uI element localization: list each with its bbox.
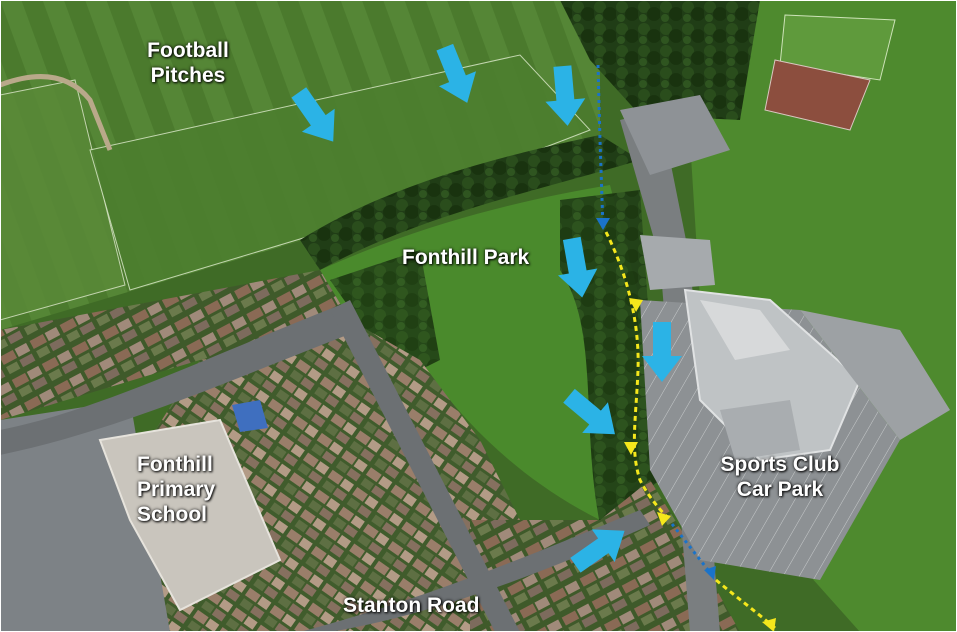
label-school-line1: Fonthill — [137, 453, 213, 476]
housing-south — [470, 480, 740, 632]
road-cross — [330, 300, 520, 632]
housing-west — [0, 270, 350, 420]
path-yellow-arrowhead-2 — [624, 442, 638, 455]
flow-arrows — [291, 43, 682, 573]
label-sports-club-car-park: Sports Club Car Park — [700, 452, 860, 502]
flow-arrow-3 — [545, 65, 586, 126]
path-blue-arrowhead — [596, 218, 610, 230]
path-blue-arrowhead-2 — [704, 566, 716, 580]
building-north — [640, 235, 715, 290]
car-park-east — [800, 310, 950, 440]
tennis-courts — [764, 59, 871, 131]
sports-club-roof — [700, 300, 790, 360]
flow-arrow-1 — [291, 87, 335, 142]
path-yellow-arrowhead-3 — [657, 512, 671, 526]
label-fonthill-primary-school: Fonthill Primary School — [137, 452, 215, 527]
path-yellow-arrowhead-4 — [762, 618, 776, 632]
left-pitch — [0, 79, 126, 321]
label-school-line2: Primary — [137, 478, 216, 501]
flow-arrow-6 — [563, 388, 615, 435]
flow-arrow-7 — [570, 529, 625, 573]
footpath-top-left — [0, 74, 113, 151]
label-sports-club-line1: Sports Club — [720, 453, 840, 476]
flow-arrow-2 — [436, 43, 477, 103]
school-building — [98, 418, 282, 612]
label-stanton-road: Stanton Road — [343, 594, 480, 617]
label-football-pitches-line1: Football — [147, 39, 229, 62]
bowling-green — [779, 14, 896, 81]
label-sports-club-line2: Car Park — [736, 478, 824, 501]
label-fonthill-park: Fonthill Park — [402, 246, 530, 269]
path-yellow-arrowhead-1 — [629, 298, 643, 312]
flow-arrow-4 — [557, 236, 598, 298]
path-yellow-dotted — [604, 231, 672, 522]
flow-arrow-5 — [642, 322, 682, 382]
stanton-road — [300, 510, 650, 632]
path-blue-dotted — [596, 64, 605, 229]
label-football-pitches: Football Pitches — [128, 38, 248, 88]
tree-cluster-top — [560, 0, 760, 120]
tree-belt — [300, 135, 640, 270]
car-park-top — [620, 95, 730, 175]
school-roof-blue — [232, 400, 268, 432]
sports-club-annex — [720, 400, 800, 460]
label-football-pitches-line2: Pitches — [150, 64, 226, 87]
road-main — [0, 305, 360, 455]
park-trees-west — [330, 250, 440, 380]
label-school-line3: School — [137, 503, 208, 526]
